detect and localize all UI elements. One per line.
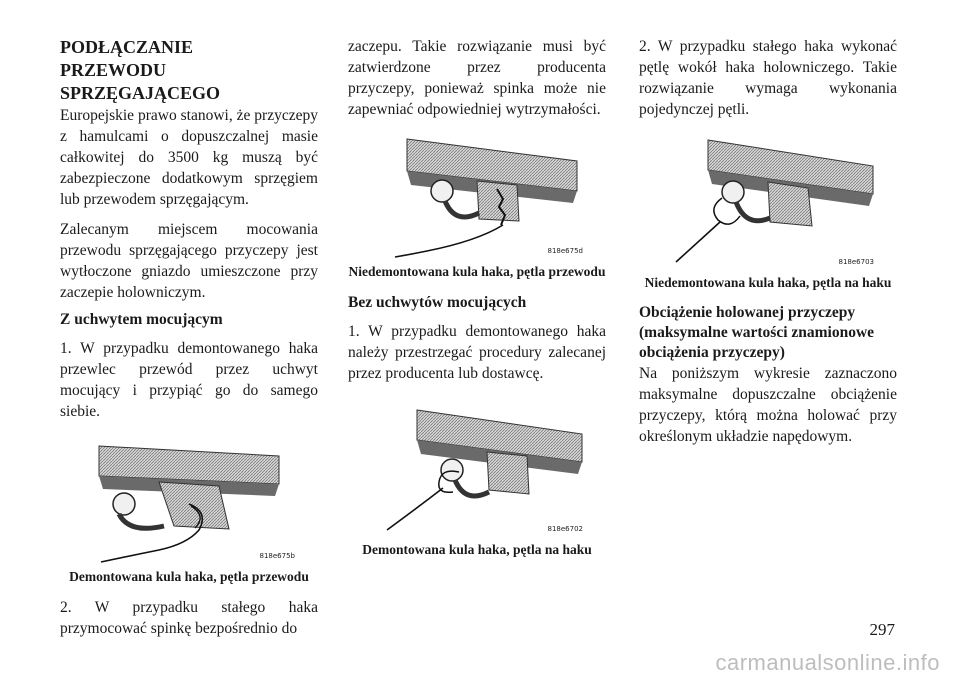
section-title: PODŁĄCZANIE PRZEWODU SPRZĘGAJĄCEGO [60,37,221,103]
figure-code: 818e6703 [838,258,874,266]
hitch-illustration: 818e675b [79,434,299,564]
paragraph: 2. W przypadku stałego haka wykonać pętl… [639,38,897,118]
figure-code: 818e675d [547,247,583,255]
column-2: zaczepu. Takie rozwiązanie musi być zatw… [348,36,606,570]
figure-caption: Demontowana kula haka, pętla przewodu [69,569,309,584]
hitch-illustration: 818e6703 [658,130,878,270]
hitch-illustration: 818e6702 [367,402,587,537]
watermark: carmanualsonline.info [715,650,940,675]
paragraph: 1. W przypadku demontowanego haka przewl… [60,340,318,420]
subheading: Obciążenie holowanej przyczepy (maksymal… [639,304,875,361]
page-number: 297 [869,620,896,639]
paragraph: Europejskie prawo stanowi, że przyczepy … [60,107,318,208]
paragraph: zaczepu. Takie rozwiązanie musi być zatw… [348,38,606,118]
paragraph: Zalecanym miejscem mocowania przewodu sp… [60,221,318,301]
hitch-illustration: 818e675d [367,129,587,259]
paragraph: 1. W przypadku demontowanego haka należy… [348,323,606,382]
figure-caption: Niedemontowana kula haka, pętla na haku [644,275,892,290]
figure-caption: Demontowana kula haka, pętla na haku [362,542,592,557]
column-1: PODŁĄCZANIE PRZEWODU SPRZĘGAJĄCEGO Europ… [60,36,318,648]
subheading: Z uchwytem mocującym [60,311,223,328]
paragraph: Na poniższym wykresie zaznaczono maksyma… [639,365,897,445]
column-3: 2. W przypadku stałego haka wykonać pętl… [639,36,897,456]
paragraph: 2. W przypadku stałego haka przymocować … [60,599,318,637]
figure-code: 818e675b [259,552,295,560]
figure-code: 818e6702 [547,525,583,533]
subheading: Bez uchwytów mocujących [348,294,527,311]
figure-caption: Niedemontowana kula haka, pętla przewodu [348,264,606,279]
